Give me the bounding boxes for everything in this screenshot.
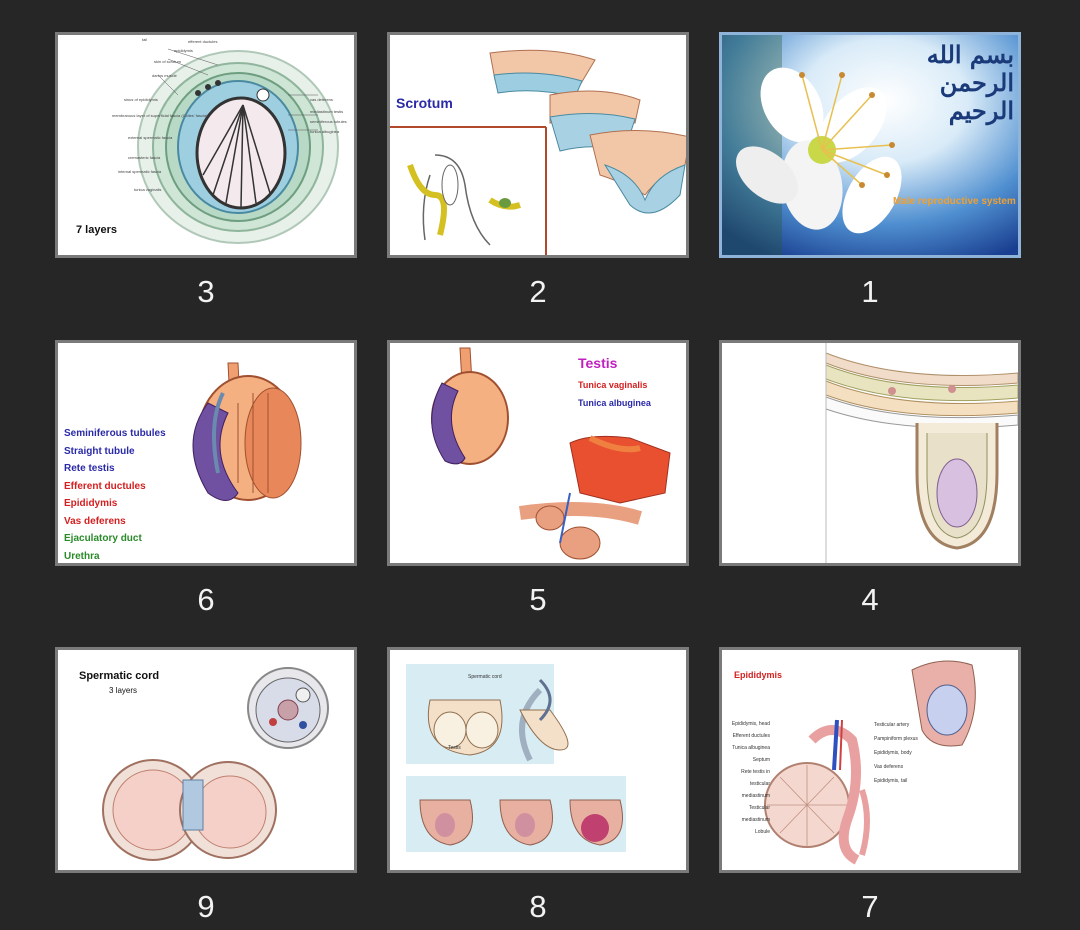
label-right-0: Testicular artery xyxy=(874,722,910,728)
calligraphy-bismillah: بسم الله الرحمن الرحيم xyxy=(926,40,1014,125)
item-text-7: Urethra xyxy=(64,550,100,562)
item-text-6: Ejaculatory duct xyxy=(64,533,142,544)
testis-layers-diagram: tail efferent ductules epididymis skin o… xyxy=(112,37,347,244)
slide-caption: 7 layers xyxy=(76,224,117,236)
slide-thumbnail-2[interactable]: Scrotum xyxy=(387,32,689,258)
label-tail: tail xyxy=(142,37,147,42)
slide-number-4: 4 xyxy=(861,582,879,617)
slide-thumbnail-4[interactable] xyxy=(719,340,1021,566)
label-left-3: Septum xyxy=(752,757,770,763)
slide-thumbnail-1[interactable]: بسم الله الرحمن الرحيم Male reproductive… xyxy=(719,32,1021,258)
slide-number-3: 3 xyxy=(197,274,215,309)
item-text-0: Seminiferous tubules xyxy=(64,428,166,439)
label-left-5: Testicular mediastinum xyxy=(741,805,770,823)
label-left-1: Efferent ductules xyxy=(732,733,770,739)
label-testis: Testis xyxy=(448,745,461,751)
slide-thumbnail-8[interactable]: Testis Spermatic cord xyxy=(387,647,689,873)
label-epididymis: epididymis xyxy=(174,48,193,53)
label-external-fascia: external spermatic fascia xyxy=(128,135,173,140)
flower-background-image xyxy=(722,35,1018,255)
label-left-2: Tunica albuginea xyxy=(732,745,770,751)
list-item: Rete testis xyxy=(64,460,166,478)
label-vas: vas deferens xyxy=(310,97,333,102)
item-text-2: Rete testis xyxy=(64,463,115,474)
label-right-2: Epididymis, body xyxy=(874,750,912,756)
label-mediastinum: mediastinum testis xyxy=(310,109,343,114)
slide-title: Testis xyxy=(578,355,618,371)
list-item: Efferent ductules xyxy=(64,478,166,496)
label-right-1: Pampiniform plexus xyxy=(874,736,918,742)
slide-thumbnail-9[interactable]: Spermatic cord 3 layers xyxy=(55,647,357,873)
slide-line-1: Tunica vaginalis xyxy=(578,380,648,390)
slide-subtitle: 3 layers xyxy=(109,686,138,695)
item-text-1: Straight tubule xyxy=(64,445,135,457)
label-tunica-vag: tunica vaginalis xyxy=(134,187,161,192)
item-text-4: Epididymis xyxy=(64,498,118,509)
slide-thumbnail-3[interactable]: tail efferent ductules epididymis skin o… xyxy=(55,32,357,258)
slide-number-9: 9 xyxy=(197,889,215,924)
label-dartos: dartos muscle xyxy=(152,73,178,78)
label-skin: skin of scrotum xyxy=(154,59,182,64)
list-item: Vas deferens xyxy=(64,513,166,531)
slide-number-8: 8 xyxy=(529,889,547,924)
slide-line-2: Tunica albuginea xyxy=(578,398,651,408)
scrotum-layers-diagram xyxy=(390,49,686,255)
slide-title: Scrotum xyxy=(396,95,453,111)
label-cremasteric: cremasteric fascia xyxy=(128,155,161,160)
list-item: Ejaculatory duct xyxy=(64,530,166,548)
slide-number-1: 1 xyxy=(861,274,879,309)
list-item: Seminiferous tubules xyxy=(64,425,166,443)
label-seminiferous: seminiferous tubules xyxy=(310,119,347,124)
label-left-6: Lobule xyxy=(754,829,770,835)
list-item: Epididymis xyxy=(64,495,166,513)
label-internal-fascia: internal spermatic fascia xyxy=(118,169,162,174)
label-spermatic-cord: Spermatic cord xyxy=(468,674,502,680)
list-item: Urethra xyxy=(64,548,166,564)
slide-subtitle: Male reproductive system xyxy=(893,196,1016,207)
label-colles: membranous layer of superficial fascia (… xyxy=(112,113,208,118)
label-albuginea: tunica albuginea xyxy=(310,129,340,134)
testis-ducts-diagram xyxy=(192,362,302,501)
inguinal-layers-diagram xyxy=(825,343,1018,563)
left-labels: Epididymis, head Efferent ductules Tunic… xyxy=(724,718,770,838)
slide-number-5: 5 xyxy=(529,582,547,617)
label-efferent: efferent ductules xyxy=(188,39,218,44)
slide-thumbnail-5[interactable]: Testis Tunica vaginalis Tunica albuginea xyxy=(387,340,689,566)
slide-number-7: 7 xyxy=(861,889,879,924)
structure-list: Seminiferous tubules Straight tubule Ret… xyxy=(64,425,166,564)
slide-number-6: 6 xyxy=(197,582,215,617)
item-text-3: Efferent ductules xyxy=(64,480,146,492)
label-sinus: sinus of epididymis xyxy=(124,97,158,102)
slide-number-2: 2 xyxy=(529,274,547,309)
testis-descent-diagram xyxy=(406,664,668,852)
spermatic-cord-diagram xyxy=(102,667,329,861)
testis-vessels-diagram xyxy=(431,347,671,560)
slide-thumbnail-6[interactable]: Seminiferous tubules Straight tubule Ret… xyxy=(55,340,357,566)
label-left-0: Epididymis, head xyxy=(731,721,770,727)
right-labels: Testicular artery Pampiniform plexus Epi… xyxy=(874,718,924,788)
epididymis-diagram xyxy=(764,660,976,865)
label-left-4: Rete testis in testicular mediastinum xyxy=(741,769,770,799)
slide-title: Spermatic cord xyxy=(79,670,160,682)
item-text-5: Vas deferens xyxy=(64,515,126,527)
list-item: Straight tubule xyxy=(64,443,166,461)
label-right-3: Vas deferens xyxy=(874,764,904,770)
slide-thumbnail-7[interactable]: Epididymis Epididymis, head Efferent duc… xyxy=(719,647,1021,873)
slide-title: Epididymis xyxy=(734,670,783,680)
label-right-4: Epididymis, tail xyxy=(874,778,908,784)
